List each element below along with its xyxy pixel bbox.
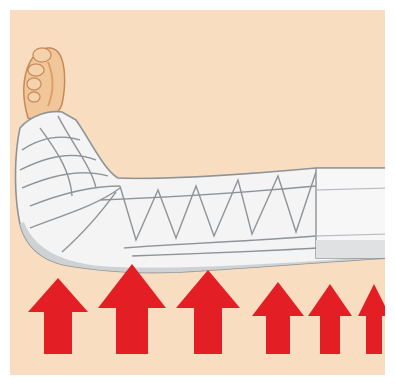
knee-roll xyxy=(316,168,388,258)
